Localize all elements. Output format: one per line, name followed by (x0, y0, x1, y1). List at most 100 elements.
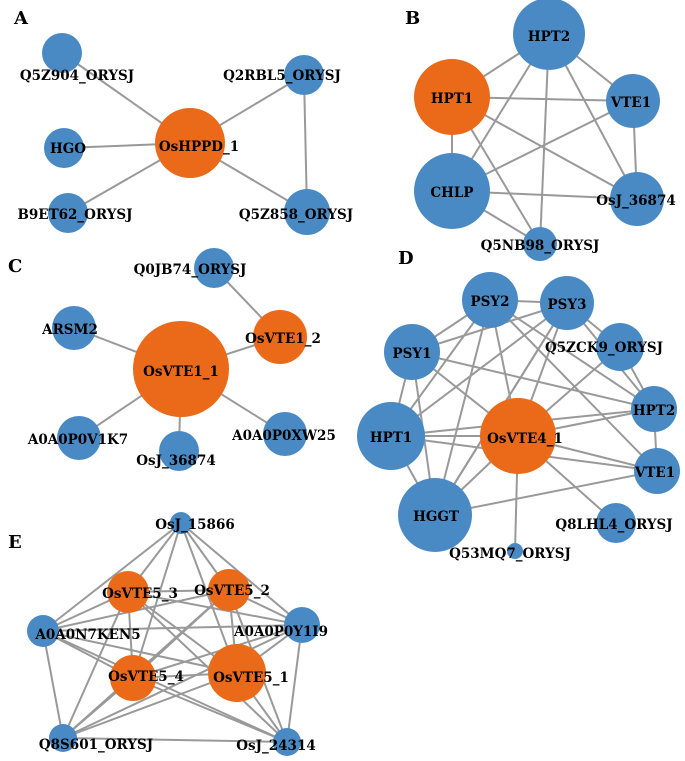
node-label-q0jb74: Q0JB74_ORYSJ (134, 262, 247, 278)
node-q8lhl4 (596, 503, 636, 543)
panel-label-d: D (398, 248, 414, 269)
edge-a0a0n7ken5-osj24314 (42, 630, 288, 743)
node-label-hggt: HGGT (413, 509, 459, 525)
labels-layer: Q5Z904_ORYSJ HGO B9ET62_ORYSJ OsHPPD_1 Q2RBL… (17, 29, 675, 754)
node-a0a0n7ken5 (27, 615, 59, 647)
edge-osvte5_4-osj24314 (132, 677, 288, 743)
node-label-a0a0p0y1i9: A0A0P0Y1I9 (233, 624, 328, 640)
node-hpt1 (414, 59, 490, 135)
node-a0a0p0y1i9 (284, 607, 320, 643)
node-label-osvte5_2: OsVTE5_2 (194, 583, 270, 599)
panel-labels-layer: A B C D E (8, 8, 420, 553)
edge-q8s601-osj24314 (62, 737, 288, 743)
node-osj36874 (610, 172, 664, 226)
node-hggt (398, 478, 472, 552)
node-hpt2 (513, 0, 585, 70)
node-label-chlp: CHLP (430, 185, 473, 201)
node-label-osvte5_4: OsVTE5_4 (108, 669, 184, 685)
node-label-oshppd1: OsHPPD_1 (159, 139, 239, 155)
node-label-q5nb98: Q5NB98_ORYSJ (481, 238, 600, 254)
node-label-a0a0p0xw25: A0A0P0XW25 (231, 428, 336, 444)
node-label-q5z858: Q5Z858_ORYSJ (239, 207, 353, 223)
node-b9et62 (48, 193, 88, 233)
node-label-osj15866: OsJ_15866 (155, 517, 234, 533)
node-label-vte1: VTE1 (610, 95, 651, 111)
node-oshppd1 (155, 108, 225, 178)
node-label-q8lhl4: Q8LHL4_ORYSJ (555, 517, 672, 533)
node-label-b9et62: B9ET62_ORYSJ (17, 207, 132, 223)
node-label-osvte1_2: OsVTE1_2 (245, 331, 321, 347)
edge-a0a0p0y1i9-osj24314 (286, 624, 303, 743)
nodes-layer (27, 0, 680, 756)
node-hgo (44, 128, 84, 168)
edge-a0a0p0y1i9-q8s601 (62, 624, 303, 739)
node-hpt1d (357, 402, 425, 470)
edge-osvte5_1-q8s601 (62, 672, 238, 739)
node-vte1 (606, 74, 660, 128)
panel-label-c: C (8, 256, 22, 277)
panel-label-e: E (8, 532, 22, 553)
node-chlp (414, 153, 490, 229)
node-label-osvte4_1: OsVTE4_1 (487, 431, 563, 447)
node-q2rbl5 (284, 55, 324, 95)
node-label-q8s601: Q8S601_ORYSJ (39, 737, 153, 753)
edge-a0a0n7ken5-q8s601 (42, 630, 64, 739)
edge-hggt-vte1d (434, 470, 658, 516)
panel-label-b: B (405, 8, 420, 29)
node-arsm2 (52, 306, 96, 350)
node-label-vte1d: VTE1 (634, 465, 675, 481)
node-label-osj36874c: OsJ_36874 (136, 453, 215, 469)
node-label-hpt2: HPT2 (528, 29, 570, 45)
node-label-hpt1: HPT1 (431, 91, 473, 107)
edge-psy1-hpt2d (411, 351, 655, 410)
node-label-psy1: PSY1 (393, 346, 432, 362)
node-osvte5_4 (110, 655, 156, 701)
node-label-osvte5_3: OsVTE5_3 (102, 586, 178, 602)
node-osvte5_2 (208, 569, 250, 611)
node-hpt2d (631, 386, 677, 432)
edge-psy2-vte1d (489, 299, 658, 472)
node-label-osj36874: OsJ_36874 (596, 193, 675, 209)
node-osj24314 (273, 728, 301, 756)
node-osvte5_1 (208, 644, 266, 702)
node-osj36874c (159, 431, 199, 471)
node-q5z904 (42, 33, 82, 73)
node-label-a0a0n7ken5: A0A0N7KEN5 (34, 627, 140, 643)
edge-a0a0p0y1i9-osvte5_4 (132, 624, 303, 679)
node-psy3 (540, 276, 594, 330)
node-a0a0p0xw25 (263, 412, 307, 456)
node-label-q5zck9: Q5ZCK9_ORYSJ (545, 340, 663, 356)
node-label-arsm2: ARSM2 (41, 322, 98, 338)
node-osj15866 (170, 512, 192, 534)
node-osvte1_2 (253, 310, 307, 364)
node-label-osvte1_1: OsVTE1_1 (143, 364, 219, 380)
edge-osvte5_3-q8s601 (62, 591, 129, 739)
panel-label-a: A (13, 8, 29, 29)
node-q53mq7 (507, 543, 523, 559)
node-a0a0p0v1k7 (57, 416, 101, 460)
node-q5nb98 (523, 227, 557, 261)
node-label-psy3: PSY3 (548, 297, 587, 313)
node-psy1 (384, 324, 440, 380)
node-osvte1_1 (133, 321, 229, 417)
node-osvte4_1 (480, 398, 556, 474)
node-label-q2rbl5: Q2RBL5_ORYSJ (223, 68, 341, 84)
node-psy2 (462, 272, 518, 328)
node-q5z858 (284, 189, 330, 235)
node-label-osvte5_1: OsVTE5_1 (213, 670, 289, 686)
edge-osvte5_3-a0a0p0y1i9 (127, 591, 303, 626)
node-vte1d (634, 448, 680, 494)
node-q8s601 (49, 724, 77, 752)
node-label-psy2: PSY2 (471, 294, 510, 310)
node-label-q53mq7: Q53MQ7_ORYSJ (449, 546, 571, 562)
edge-a0a0n7ken5-osvte5_1 (42, 630, 238, 674)
edge-a0a0n7ken5-a0a0p0y1i9 (42, 624, 303, 632)
node-osvte5_3 (107, 571, 149, 613)
node-label-osj24314: OsJ_24314 (236, 738, 315, 754)
node-label-q5z904: Q5Z904_ORYSJ (20, 68, 134, 84)
node-q0jb74 (194, 248, 234, 288)
node-label-hgo: HGO (50, 141, 86, 157)
node-label-a0a0p0v1k7: A0A0P0V1K7 (27, 432, 128, 448)
edge-osj15866-a0a0n7ken5 (42, 522, 182, 632)
